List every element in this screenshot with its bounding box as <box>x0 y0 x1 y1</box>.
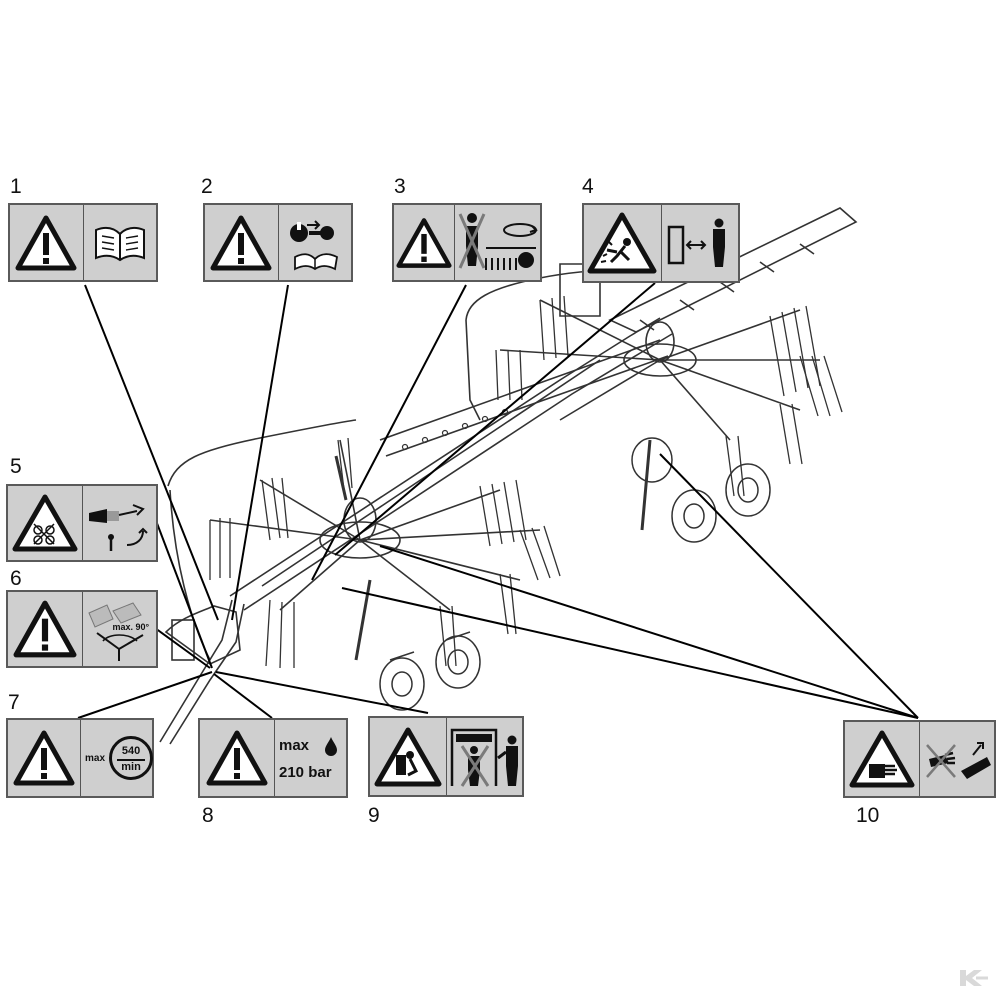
warning-triangle-icon <box>210 215 272 270</box>
decal-8-hydraulic-pressure: max 210 bar <box>198 718 348 798</box>
decal-number-6: 6 <box>10 567 22 590</box>
thrown-objects-icon <box>587 212 657 274</box>
warning-triangle-icon <box>15 215 77 270</box>
decal-3-no-standing-rotor <box>392 203 542 282</box>
keep-distance-icon <box>667 218 725 267</box>
decal-number-1: 1 <box>10 175 22 198</box>
remove-key-read-manual-icon <box>289 219 338 270</box>
leader-line-10b <box>341 587 919 719</box>
crush-hazard-icon <box>374 727 442 786</box>
warning-triangle-icon <box>13 730 75 786</box>
decal-2-remove-key <box>203 203 353 282</box>
leader-line-3 <box>311 284 467 581</box>
pto-shaft-safety-icon <box>89 504 148 551</box>
leader-line-5 <box>154 517 213 669</box>
decal-number-2: 2 <box>201 175 213 198</box>
decal-9-crush-hazard <box>368 716 524 797</box>
decal-number-9: 9 <box>368 804 380 827</box>
warning-triangle-icon <box>396 217 452 268</box>
speed-unit: min <box>121 761 141 773</box>
speed-prefix: max <box>85 752 106 764</box>
hand-crush-warning-icon <box>849 730 915 788</box>
pto-angle-limit-icon <box>88 602 144 661</box>
decal-6-pto-angle: max. 90° <box>6 590 158 668</box>
decal-number-4: 4 <box>582 175 594 198</box>
decal-number-5: 5 <box>10 455 22 478</box>
speed-divider <box>117 759 146 761</box>
leader-line-10a <box>659 453 919 719</box>
leader-line-10c <box>379 545 919 719</box>
decal-10-hand-crush <box>843 720 996 798</box>
speed-value: 540 <box>121 745 141 757</box>
decal-7-pto-speed: max 540 min <box>6 718 154 798</box>
leader-line-6 <box>154 627 211 669</box>
warning-triangle-icon <box>206 730 268 786</box>
decal-number-3: 3 <box>394 175 406 198</box>
leader-line-2 <box>231 284 289 621</box>
pto-shaft-warning-icon <box>12 494 78 552</box>
decal-number-10: 10 <box>856 804 880 827</box>
leader-line-9 <box>215 671 429 714</box>
pto-speed-icon: 540 min <box>109 736 154 780</box>
no-standing-rotor-zone-icon <box>458 212 538 270</box>
kramp-logo-icon <box>960 970 988 986</box>
leader-line-8 <box>213 673 273 719</box>
oil-drop-icon <box>325 736 338 756</box>
decal-number-8: 8 <box>202 804 214 827</box>
hand-crush-hazard-icon <box>926 742 991 779</box>
decal-4-thrown-objects <box>582 203 740 283</box>
decal-number-7: 7 <box>8 691 20 714</box>
leader-line-1 <box>84 284 219 621</box>
read-manual-icon <box>94 226 145 261</box>
pressure-value: 210 bar <box>279 763 332 781</box>
leader-line-7 <box>77 671 213 719</box>
warning-triangle-icon <box>13 600 77 658</box>
decal-5-pto-shaft <box>6 484 158 562</box>
decal-1-read-manual <box>8 203 158 282</box>
angle-label: max. 90° <box>112 622 150 632</box>
leader-line-4 <box>334 282 656 556</box>
pressure-max-label: max <box>279 737 310 754</box>
crush-hazard-keep-clear-icon <box>450 728 518 787</box>
